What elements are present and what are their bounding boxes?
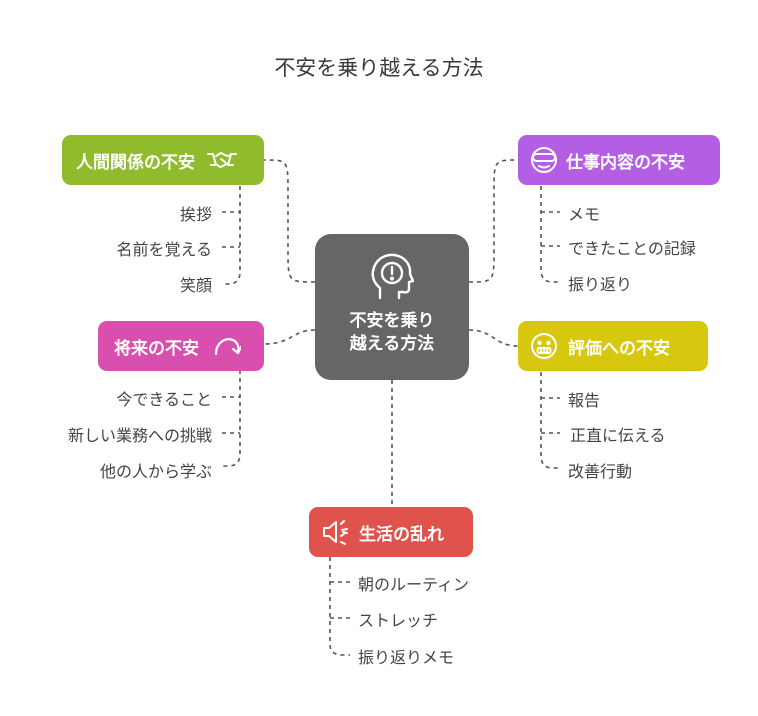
leaf-work-3: 振り返り xyxy=(568,275,633,294)
leaf-relations-2: 名前を覚える xyxy=(116,240,212,259)
leaf-evaluation-2: 正直に伝える xyxy=(570,426,666,445)
center-node: 不安を乗り 越える方法 xyxy=(315,234,469,380)
leaf-relations-3: 笑顔 xyxy=(179,276,212,295)
goggles-face-icon xyxy=(531,147,557,173)
branch-evaluation-label: 評価への不安 xyxy=(568,338,670,359)
grimace-face-icon xyxy=(531,333,557,359)
leaf-evaluation-3: 改善行動 xyxy=(568,462,633,481)
leaf-evaluation-1: 報告 xyxy=(568,391,601,410)
handshake-icon xyxy=(207,152,237,168)
branch-future: 将来の不安 xyxy=(98,321,264,371)
branch-relations: 人間関係の不安 xyxy=(62,135,264,185)
leaf-life-3: 振り返りメモ xyxy=(358,648,455,667)
leaf-future-1: 今できること xyxy=(116,390,212,409)
leaf-connector-evaluation xyxy=(540,372,560,469)
branch-work-label: 仕事内容の不安 xyxy=(566,152,685,173)
connector-future xyxy=(263,329,316,345)
leaf-relations-1: 挨拶 xyxy=(179,205,212,224)
branch-life: 生活の乱れ xyxy=(309,507,473,557)
leaf-future-3: 他の人から学ぶ xyxy=(99,462,212,481)
leaf-life-2: ストレッチ xyxy=(358,611,439,630)
branch-future-label: 将来の不安 xyxy=(114,338,199,359)
leaf-work-1: メモ xyxy=(568,205,601,224)
center-line-1: 不安を乗り xyxy=(349,311,435,331)
leaf-connector-work xyxy=(540,186,560,283)
leaf-connector-relations xyxy=(222,186,241,285)
leaf-connector-future xyxy=(222,370,241,467)
branch-relations-label: 人間関係の不安 xyxy=(76,152,195,173)
connector-evaluation xyxy=(468,329,519,347)
leaf-connector-life xyxy=(329,557,350,656)
leaf-work-2: できたことの記録 xyxy=(568,239,696,258)
branch-evaluation: 評価への不安 xyxy=(518,321,708,371)
leaf-life-1: 朝のルーティン xyxy=(358,575,470,594)
diagram-title: 不安を乗り越える方法 xyxy=(274,56,484,80)
connector-work xyxy=(468,159,519,283)
megaphone-icon xyxy=(323,520,348,545)
branch-work: 仕事内容の不安 xyxy=(518,135,720,185)
branch-life-label: 生活の乱れ xyxy=(359,524,444,545)
head-alert-icon xyxy=(371,253,414,300)
center-line-2: 越える方法 xyxy=(349,334,435,354)
curved-arrow-icon xyxy=(214,338,241,356)
leaf-future-2: 新しい業務への挑戦 xyxy=(67,426,212,445)
connector-relations xyxy=(263,159,316,283)
